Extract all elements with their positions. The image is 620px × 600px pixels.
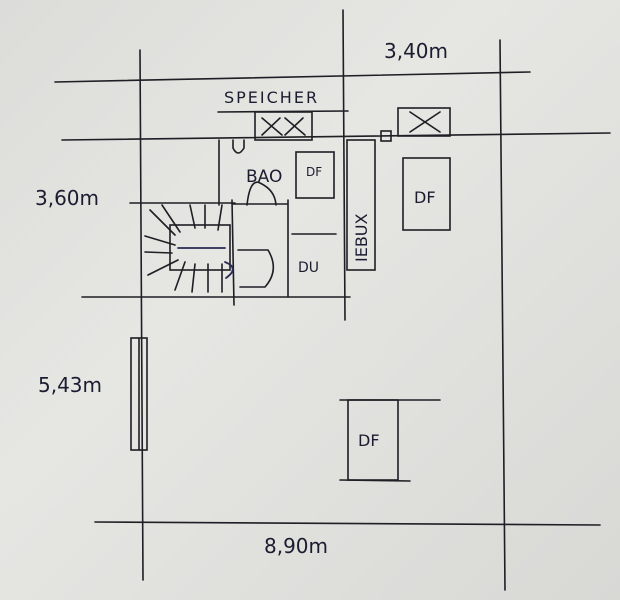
attic-box-right (397, 107, 451, 137)
bath-skylight (295, 151, 335, 199)
left-wall (139, 49, 144, 581)
cross-mark (261, 117, 306, 136)
skylight-right (402, 157, 451, 231)
stair-wall (231, 199, 235, 306)
attic-box-left (254, 111, 313, 141)
label-skylight-right: DF (414, 188, 436, 207)
dim-bottom-width: 8,90m (264, 534, 328, 558)
cross-mark (409, 111, 441, 133)
attic-line (61, 132, 611, 141)
label-shower: DU (298, 260, 319, 276)
bottom-line (94, 521, 601, 526)
label-bath-skylight: DF (306, 165, 322, 179)
dim-left-lower: 5,43m (38, 373, 102, 397)
label-speicher: SPEICHER (224, 88, 319, 107)
toilet (232, 139, 245, 154)
staircase (144, 204, 234, 293)
top-line (54, 71, 531, 83)
label-shaft: IEBUX (352, 213, 371, 262)
chimney (380, 130, 392, 142)
center-vertical (342, 9, 346, 321)
door-arc (237, 249, 275, 288)
dim-top-width: 3,40m (384, 39, 448, 63)
label-bath: BAO (246, 167, 282, 187)
shaft (346, 139, 376, 271)
right-wall (499, 39, 506, 591)
door-arc (246, 181, 277, 206)
dim-left-upper: 3,60m (35, 186, 99, 210)
label-skylight-main: DF (358, 431, 380, 450)
skylight-line (339, 479, 411, 482)
